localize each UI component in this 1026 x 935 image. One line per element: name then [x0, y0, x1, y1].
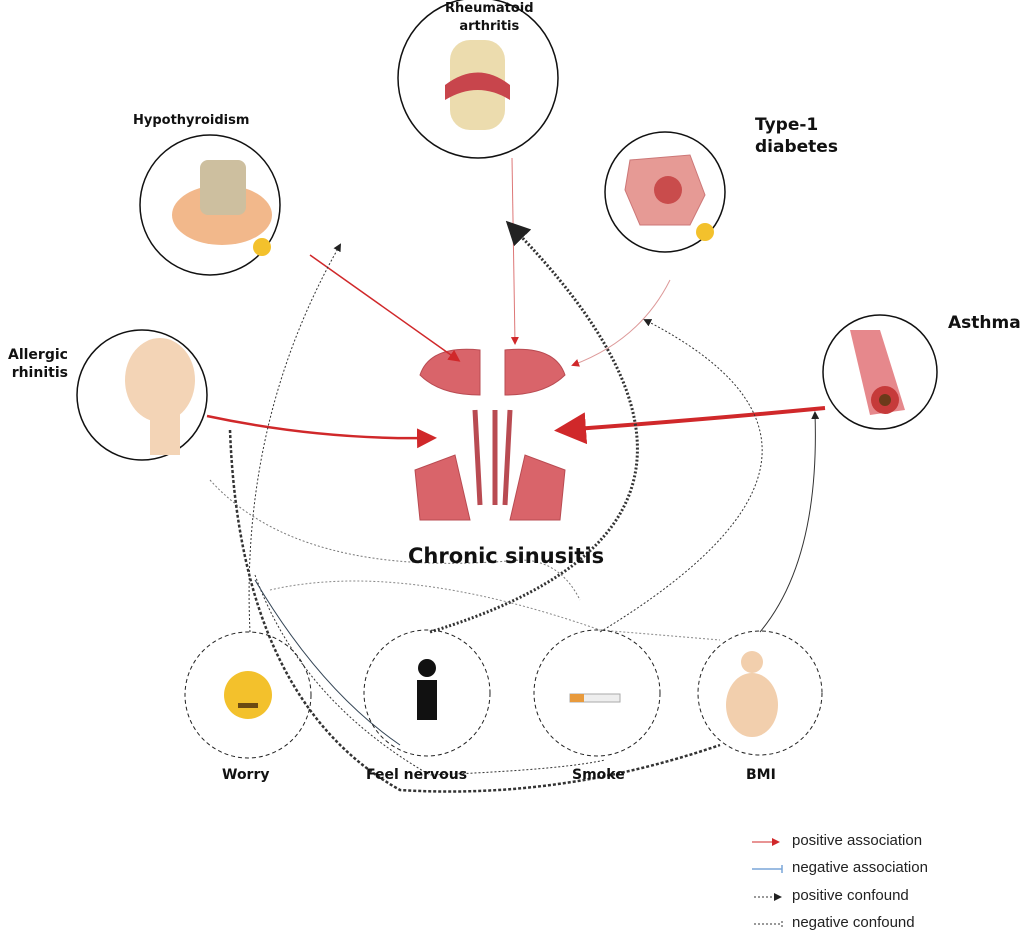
center-label: Chronic sinusitis: [408, 544, 605, 568]
rheumatoid-node: [397, 0, 559, 159]
legend-symbols: [752, 838, 783, 927]
smoke-label: Smoke: [572, 767, 625, 783]
bmi-label: BMI: [746, 767, 776, 783]
stressed-person-icon: [418, 659, 436, 677]
asthma-label: Asthma: [948, 313, 1021, 333]
obese-person-icon: [726, 673, 778, 737]
confound-edges: [209, 220, 820, 793]
sad-emoji-icon: [696, 223, 714, 241]
feel-nervous-label: Feel nervous: [366, 767, 468, 783]
feel-nervous-node: [363, 629, 491, 757]
legend-positive-association: positive association: [792, 832, 923, 849]
positive-association-edges: [206, 157, 826, 449]
hypothyroidism-node: [139, 134, 281, 276]
legend-positive-confound: positive confound: [792, 887, 909, 904]
type1-diabetes-node: [604, 131, 726, 253]
allergic-rhinitis-node: [76, 329, 208, 461]
legend-negative-association: negative association: [792, 859, 928, 876]
bmi-node: [697, 630, 823, 756]
asthma-node: [822, 314, 938, 430]
worried-face-icon: [224, 671, 272, 719]
worry-label: Worry: [222, 767, 270, 783]
sad-emoji-icon: [253, 238, 271, 256]
sinus-illustration: [414, 348, 566, 521]
hypothyroidism-label: Hypothyroidism: [133, 113, 250, 128]
smoke-node: [533, 629, 661, 757]
worry-node: [184, 631, 312, 759]
legend-negative-confound: negative confound: [792, 914, 915, 931]
